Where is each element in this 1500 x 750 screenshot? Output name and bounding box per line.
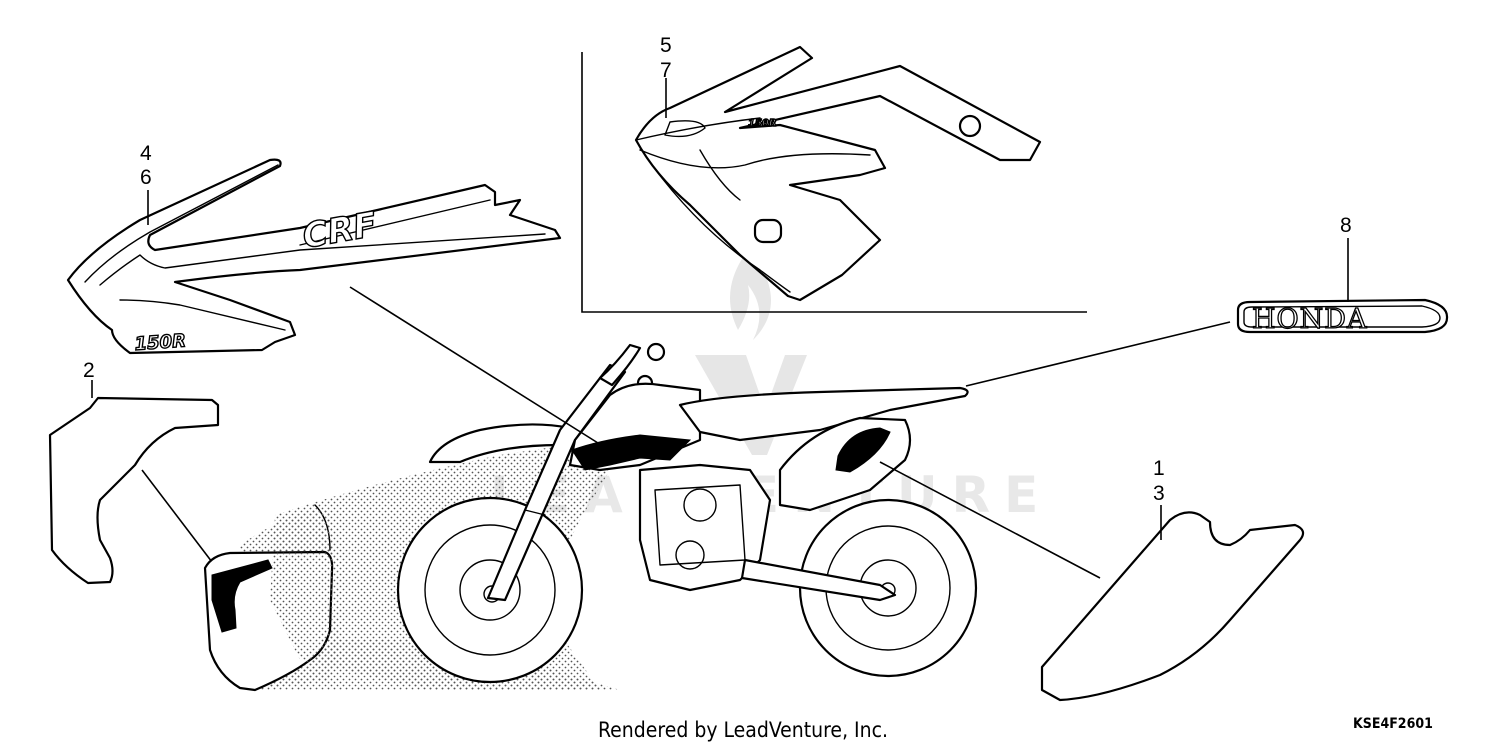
leader-1-3-bike bbox=[879, 461, 1101, 579]
leader-4-6-bike bbox=[349, 286, 599, 444]
callout-7: 7 bbox=[660, 59, 672, 82]
motorcycle bbox=[270, 342, 978, 690]
callout-4: 4 bbox=[140, 142, 152, 165]
shroud-outline bbox=[634, 45, 1042, 302]
inset-frame bbox=[581, 52, 1087, 313]
tank-stripe-outline bbox=[66, 158, 562, 355]
diagram-code: KSE4F2601 bbox=[1353, 716, 1433, 732]
callout-8: 8 bbox=[1340, 214, 1352, 237]
callout-3: 3 bbox=[1153, 482, 1165, 505]
honda-emblem: HONDA 8 bbox=[1236, 214, 1449, 336]
tank-stripe-decal: CRF 150R 4 6 bbox=[66, 142, 562, 356]
side-cover-decal: 1 3 bbox=[1040, 457, 1305, 702]
shroud-hole-upper bbox=[958, 114, 982, 138]
honda-emblem-outline bbox=[1236, 298, 1449, 334]
callout-6: 6 bbox=[140, 166, 152, 189]
shroud-model-logo: 150R bbox=[748, 118, 777, 129]
callout-1: 1 bbox=[1153, 457, 1165, 480]
seat bbox=[678, 386, 969, 442]
shroud-inset: 150R 5 7 bbox=[581, 34, 1087, 313]
leader-8-bike bbox=[965, 321, 1231, 387]
shroud-hole-lower bbox=[753, 218, 783, 244]
swing-arm bbox=[740, 558, 897, 602]
rendered-by-credit: Rendered by LeadVenture, Inc. bbox=[598, 718, 888, 742]
side-panel-decal bbox=[835, 427, 891, 473]
leader-2 bbox=[141, 469, 213, 563]
callout-2: 2 bbox=[83, 359, 95, 382]
front-fender bbox=[428, 423, 572, 464]
tank-stripe-on-bike bbox=[571, 434, 692, 471]
shroud-decal-outline bbox=[48, 396, 220, 585]
handlebar bbox=[598, 343, 642, 387]
shroud-detail-decal bbox=[211, 559, 273, 633]
side-cover-decal-outline bbox=[1040, 511, 1305, 702]
honda-emblem-text: HONDA bbox=[1252, 304, 1367, 335]
shroud-decal-part-2: 2 bbox=[48, 359, 220, 585]
callout-5: 5 bbox=[660, 34, 672, 57]
stripe-model-logo: 150R bbox=[134, 330, 187, 355]
